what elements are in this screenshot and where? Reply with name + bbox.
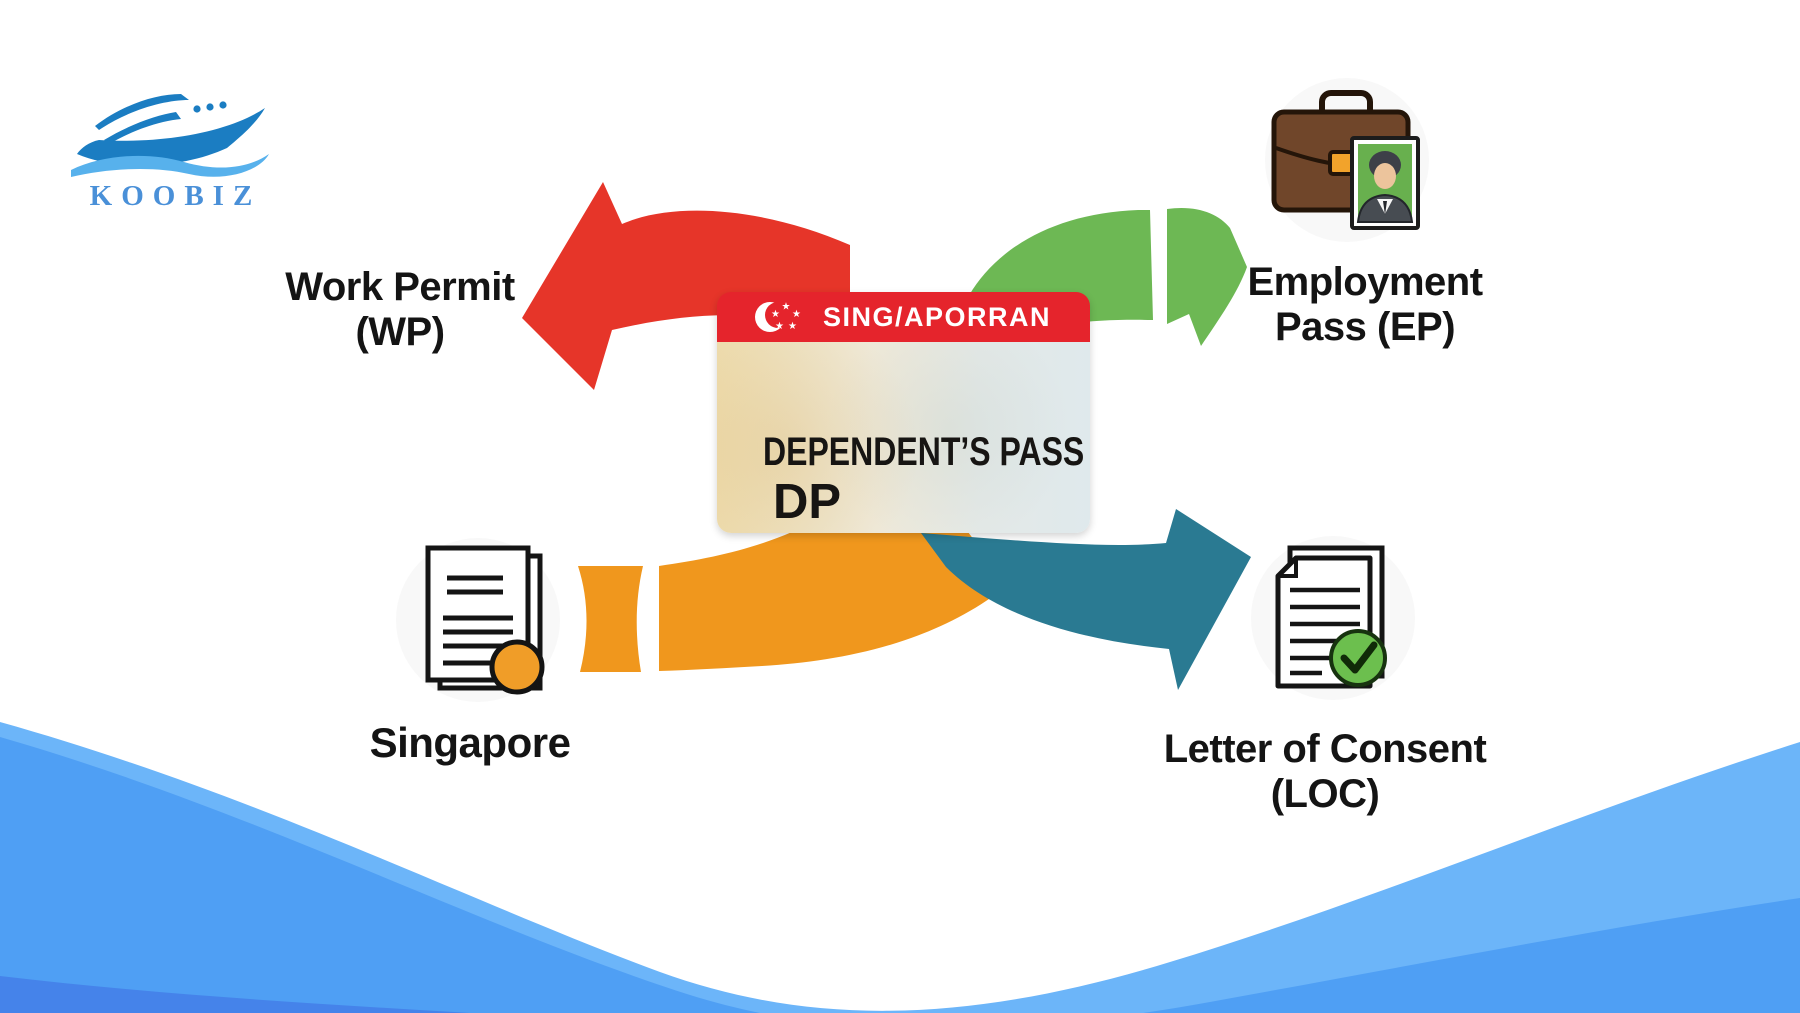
checkmark-icon [1340,641,1378,674]
svg-text:★: ★ [788,321,797,332]
seal-circle-icon [489,639,545,695]
card-title: DEPENDENT’S PASS [763,430,1085,474]
ship-icon [70,94,269,177]
wave-dark-layer [0,976,470,1013]
svg-text:★: ★ [775,321,784,332]
label-line: Singapore [369,719,571,766]
card-country: Singapore [761,531,916,533]
card-header-text: SING/APORRAN [823,301,1052,332]
koobiz-logo: KOOBIZ [65,92,277,213]
wave-main-layer [0,737,1800,1013]
card-body: DEPENDENT’S PASS DP Singapore [717,342,1090,533]
card-abbreviation: DP [773,475,842,529]
label-employment-pass: Employment Pass (EP) [1205,260,1525,350]
card-header: ★ ★ ★ ★ ★ SING/APORRAN [717,292,1090,342]
label-line: Employment [1247,260,1483,304]
label-letter-of-consent: Letter of Consent (LOC) [1110,727,1540,817]
document-seal-icon [425,545,545,695]
logo-text: KOOBIZ [89,180,262,212]
label-line: (WP) [355,310,445,354]
work-permit-arrow [522,182,850,390]
label-singapore: Singapore [320,720,620,765]
singapore-arrow-band [659,532,1008,671]
label-work-permit: Work Permit (WP) [225,265,575,355]
svg-text:★: ★ [782,302,791,313]
label-line: Letter of Consent [1163,727,1487,771]
document-check-icon [1275,545,1387,689]
employment-pass-arrow-head [1167,207,1247,346]
loc-arrow [921,509,1251,690]
svg-text:★: ★ [792,309,801,320]
label-line: Work Permit [285,265,515,309]
label-line: Pass (EP) [1274,305,1456,349]
dependants-pass-card: ★ ★ ★ ★ ★ SING/APORRAN DEPENDENT’S PASS … [717,292,1090,533]
briefcase-icon [1271,90,1420,230]
label-line: (LOC) [1270,772,1380,816]
check-circle-icon [1329,629,1387,687]
id-photo-icon [1350,136,1420,230]
svg-text:★: ★ [771,309,780,320]
singapore-crescent-stars-icon: ★ ★ ★ ★ ★ [755,302,801,332]
singapore-arrow-segment [578,566,643,672]
